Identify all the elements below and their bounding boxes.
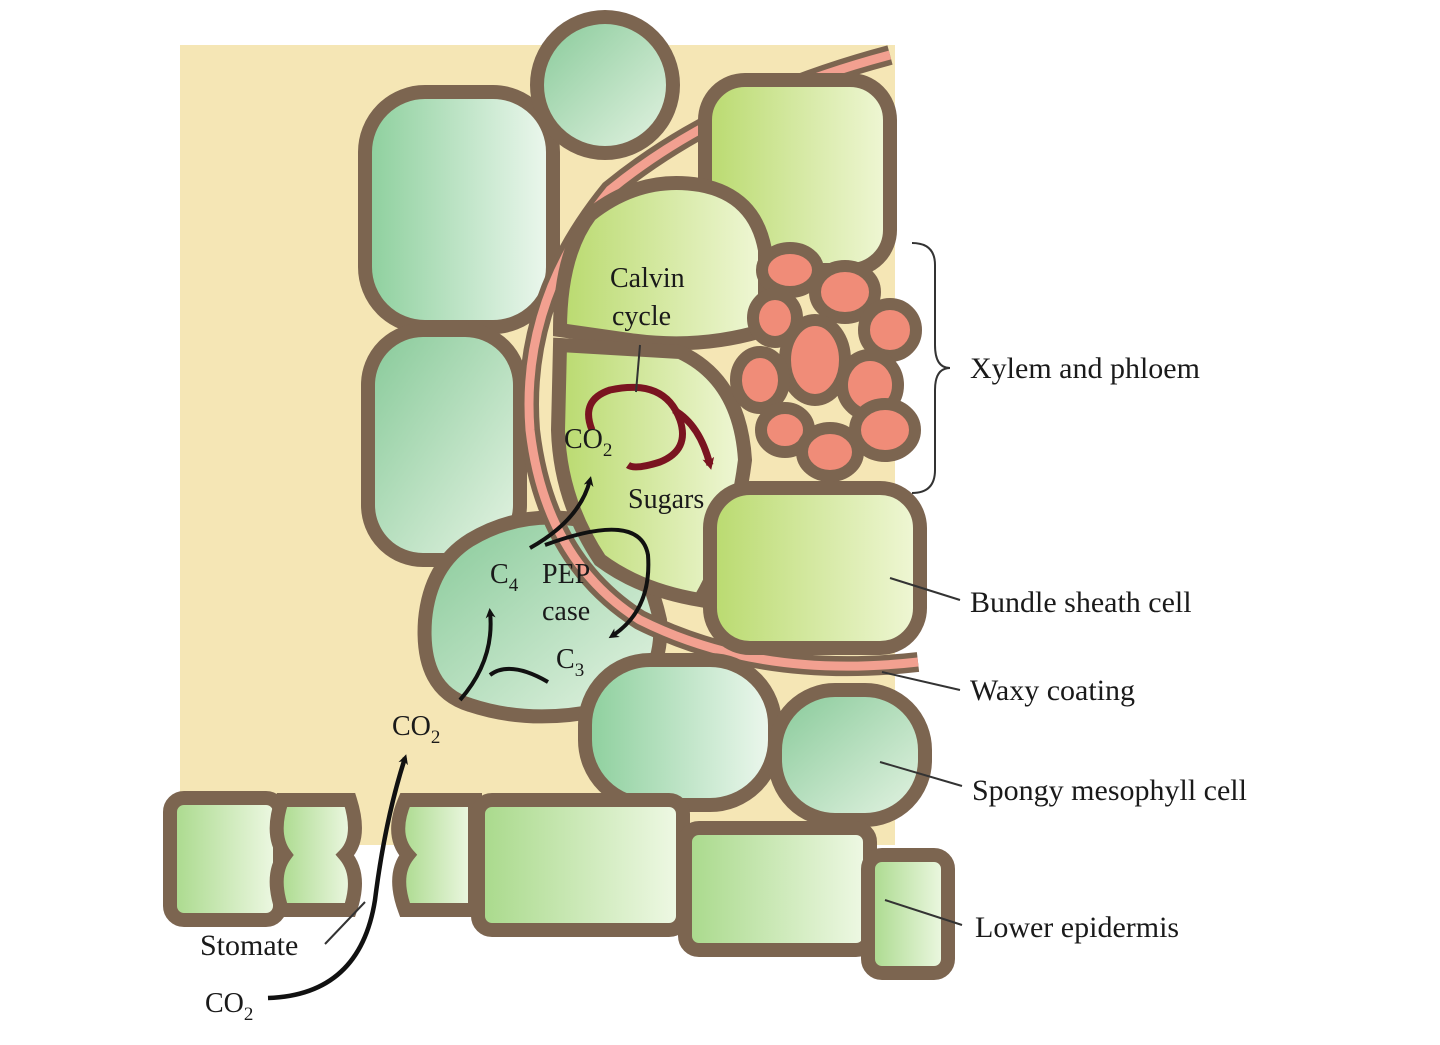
c3-label: C3: [556, 644, 584, 681]
mesophyll-cell: [530, 10, 680, 160]
case-label: case: [542, 596, 590, 627]
label-pointers: [324, 242, 963, 945]
xylem-phloem-label: Xylem and phloem: [970, 352, 1200, 385]
cycle-label: cycle: [612, 301, 671, 332]
lower-epidermis: [163, 791, 955, 980]
waxy-coating-inner: [524, 50, 919, 671]
cycle-arrow-icon: [672, 406, 715, 470]
co2-intercellular-label: CO2: [392, 711, 440, 748]
pep-label: PEP: [542, 559, 590, 590]
flow-arrow-icon: [544, 527, 651, 639]
bundle-sheath-label: Bundle sheath cell: [970, 586, 1192, 619]
cycle-arrow-icon: [585, 383, 686, 471]
calvin-label: Calvin: [610, 263, 685, 294]
flow-arrow-icon: [458, 608, 496, 702]
c4-label: C4: [490, 559, 519, 596]
spongy-mesophyll-label: Spongy mesophyll cell: [972, 774, 1247, 807]
flow-arrow-icon: [488, 666, 550, 684]
spongy-mesophyll-cell: [578, 653, 782, 812]
bundle-sheath-cell: [703, 481, 927, 655]
bundle-sheath-cell-calvin: [550, 337, 753, 608]
stomate-label: Stomate: [200, 929, 298, 962]
spongy-mesophyll-cell: [768, 683, 932, 827]
xylem-phloem-cluster: [730, 242, 922, 482]
flow-arrow-icon: [529, 476, 594, 550]
mesophyll-cell: [358, 85, 560, 334]
flow-arrow-icon: [267, 754, 408, 1001]
co2-external-label: CO2: [205, 988, 253, 1025]
waxy-coating-label: Waxy coating: [970, 674, 1135, 707]
co2-bundle-label: CO2: [564, 424, 612, 461]
sugars-label: Sugars: [628, 484, 704, 515]
lower-epidermis-label: Lower epidermis: [975, 911, 1179, 944]
